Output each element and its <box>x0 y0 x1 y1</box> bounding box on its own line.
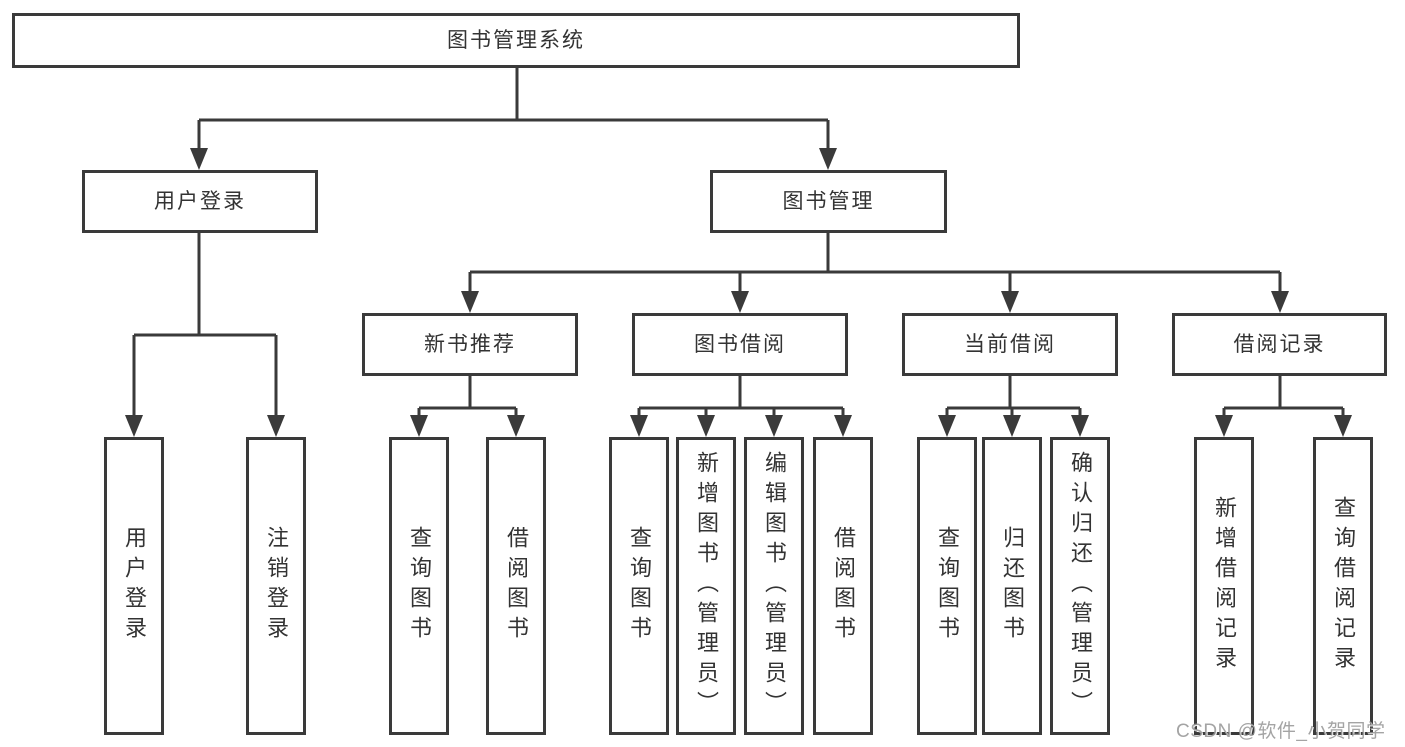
node-book-management: 图书管理 <box>710 170 947 233</box>
node-leaf-current-return-books: 归还图书 <box>982 437 1042 735</box>
node-leaf-current-confirm-return-admin-label: 确认归还（管理员） <box>1068 451 1093 721</box>
node-leaf-records-add-record-label: 新增借阅记录 <box>1212 496 1237 676</box>
node-root-label: 图书管理系统 <box>447 28 585 52</box>
node-book-borrowing-label: 图书借阅 <box>694 332 786 356</box>
node-leaf-borrow-borrow-books-label: 借阅图书 <box>831 526 856 646</box>
node-leaf-user-login: 用户登录 <box>104 437 164 735</box>
node-leaf-borrow-add-books-admin: 新增图书（管理员） <box>676 437 736 735</box>
node-leaf-recommend-borrow-books-label: 借阅图书 <box>504 526 529 646</box>
node-leaf-current-query-books-label: 查询图书 <box>935 526 960 646</box>
node-leaf-borrow-edit-books-admin-label: 编辑图书（管理员） <box>762 451 787 721</box>
node-user-login-label: 用户登录 <box>154 189 246 213</box>
node-leaf-recommend-query-books: 查询图书 <box>389 437 449 735</box>
node-borrow-records-label: 借阅记录 <box>1233 332 1326 356</box>
node-current-borrowing: 当前借阅 <box>902 313 1118 376</box>
node-leaf-borrow-add-books-admin-label: 新增图书（管理员） <box>694 451 719 721</box>
node-leaf-current-return-books-label: 归还图书 <box>1000 526 1025 646</box>
node-leaf-borrow-borrow-books: 借阅图书 <box>813 437 873 735</box>
node-leaf-user-login-label: 用户登录 <box>122 526 147 646</box>
node-borrow-records: 借阅记录 <box>1172 313 1387 376</box>
node-leaf-recommend-query-books-label: 查询图书 <box>407 526 432 646</box>
node-user-login: 用户登录 <box>82 170 318 233</box>
csdn-watermark: CSDN @软件_小贺同学 <box>1176 721 1386 742</box>
node-leaf-logout: 注销登录 <box>246 437 306 735</box>
node-book-management-label: 图书管理 <box>782 189 875 213</box>
node-leaf-recommend-borrow-books: 借阅图书 <box>486 437 546 735</box>
node-leaf-borrow-edit-books-admin: 编辑图书（管理员） <box>744 437 804 735</box>
node-leaf-records-query-record: 查询借阅记录 <box>1313 437 1373 735</box>
node-leaf-borrow-query-books-label: 查询图书 <box>627 526 652 646</box>
node-leaf-borrow-query-books: 查询图书 <box>609 437 669 735</box>
node-leaf-current-query-books: 查询图书 <box>917 437 977 735</box>
node-new-book-recommend-label: 新书推荐 <box>424 332 516 356</box>
node-root-system: 图书管理系统 <box>12 13 1020 68</box>
node-current-borrowing-label: 当前借阅 <box>964 332 1056 356</box>
node-new-book-recommend: 新书推荐 <box>362 313 578 376</box>
node-leaf-records-query-record-label: 查询借阅记录 <box>1331 496 1356 676</box>
node-leaf-current-confirm-return-admin: 确认归还（管理员） <box>1050 437 1110 735</box>
node-book-borrowing: 图书借阅 <box>632 313 848 376</box>
node-leaf-logout-label: 注销登录 <box>264 526 289 646</box>
node-leaf-records-add-record: 新增借阅记录 <box>1194 437 1254 735</box>
